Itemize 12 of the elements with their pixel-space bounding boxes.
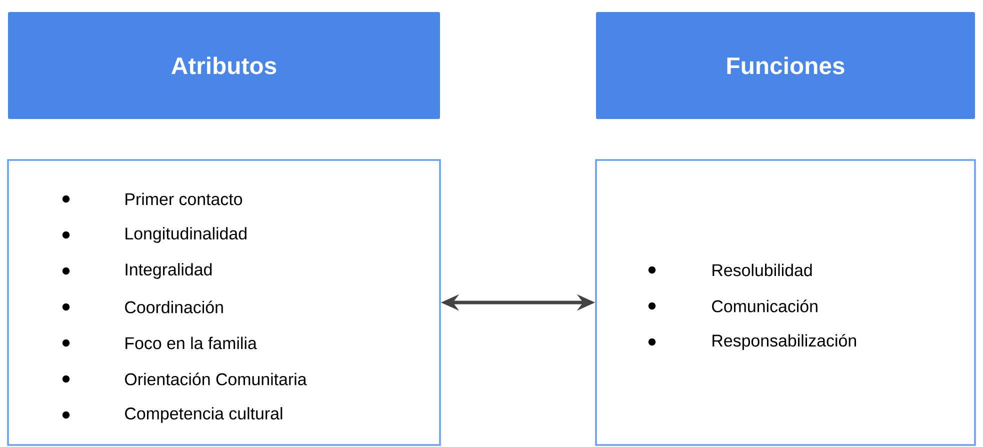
list-item: Coordinación: [125, 300, 223, 314]
header-box: Atributos: [8, 12, 440, 119]
list-item: Responsabilización: [712, 334, 856, 350]
list-item: Longitudinalidad: [126, 227, 246, 243]
list-item: Competencia cultural: [125, 407, 282, 423]
header-box: Funciones: [596, 12, 975, 119]
list-item: Resolubilidad: [712, 264, 812, 276]
list-item: Comunicación: [712, 300, 818, 312]
list-item: Orientación Comunitaria: [125, 372, 307, 386]
list-item: Integralidad: [126, 263, 212, 279]
list-item: Primer contacto: [126, 192, 242, 206]
list-item: Foco en la familia: [126, 336, 257, 350]
